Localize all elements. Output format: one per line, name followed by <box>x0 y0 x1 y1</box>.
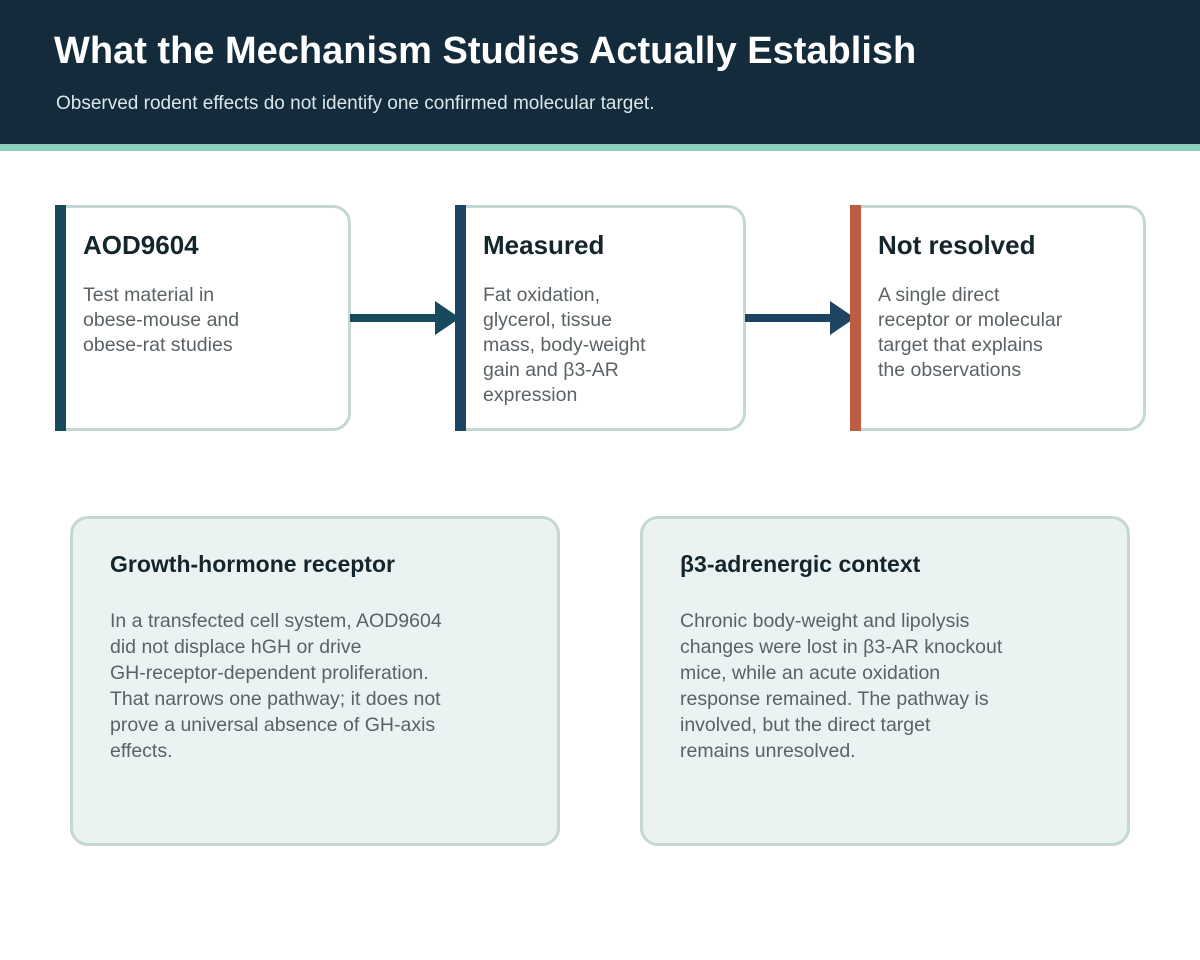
flow-arrow-head <box>435 301 460 335</box>
header-divider <box>0 144 1200 151</box>
note-card-title: Growth-hormone receptor <box>110 551 395 577</box>
flow-step-description-line: mass, body-weight <box>483 334 646 356</box>
note-card-title: β3-adrenergic context <box>680 551 921 577</box>
flow-step-accent-bar <box>55 205 66 431</box>
flow-step-description-line: glycerol, tissue <box>483 309 612 331</box>
flow-step-description-line: gain and β3-AR <box>483 359 619 381</box>
flow-step-aod9604: AOD9604 Test material in obese-mouse and… <box>55 205 351 431</box>
note-card-body-line: did not displace hGH or drive <box>110 636 362 658</box>
note-card-beta3-adrenergic: β3-adrenergic context Chronic body-weigh… <box>640 516 1130 846</box>
flow-step-accent-bar <box>455 205 466 431</box>
header-banner: What the Mechanism Studies Actually Esta… <box>0 0 1200 144</box>
note-card-body: In a transfected cell system, AOD9604 di… <box>110 608 530 764</box>
note-card-body-line: remains unresolved. <box>680 740 856 762</box>
note-card-body: Chronic body-weight and lipolysis change… <box>680 608 1100 764</box>
flow-step-description-line: the observations <box>878 359 1022 381</box>
note-card-gh-receptor: Growth-hormone receptor In a transfected… <box>70 516 560 846</box>
flow-arrow-2 <box>745 301 855 335</box>
flow-arrow-1 <box>350 301 460 335</box>
flow-step-description: Fat oxidation, glycerol, tissue mass, bo… <box>483 283 646 408</box>
flow-step-title: Not resolved <box>878 230 1036 260</box>
flow-step-measured: Measured Fat oxidation, glycerol, tissue… <box>455 205 746 431</box>
note-card-body-line: mice, while an acute oxidation <box>680 662 941 684</box>
flow-arrow-shaft <box>745 314 833 322</box>
flow-step-description-line: target that explains <box>878 334 1043 356</box>
note-card-body-line: changes were lost in β3-AR knockout <box>680 636 1003 658</box>
flow-arrow-head <box>830 301 855 335</box>
note-card-body-line: effects. <box>110 740 173 762</box>
flow-step-accent-bar <box>850 205 861 431</box>
flow-step-title: AOD9604 <box>83 230 199 260</box>
note-card-body-line: In a transfected cell system, AOD9604 <box>110 610 442 632</box>
flow-step-description: Test material in obese-mouse and obese-r… <box>83 283 239 358</box>
page-title: What the Mechanism Studies Actually Esta… <box>54 30 917 72</box>
flow-step-description-line: expression <box>483 384 578 406</box>
note-card-body-line: response remained. The pathway is <box>680 688 989 710</box>
page-subtitle: Observed rodent effects do not identify … <box>56 93 655 114</box>
note-card-body-line: Chronic body-weight and lipolysis <box>680 610 970 632</box>
flow-step-description-line: Test material in <box>83 284 215 306</box>
flow-step-description-line: A single direct <box>878 284 1000 306</box>
flow-step-description-line: Fat oxidation, <box>483 284 601 306</box>
flow-step-not-resolved: Not resolved A single direct receptor or… <box>850 205 1146 431</box>
note-card-body-line: GH-receptor-dependent proliferation. <box>110 662 429 684</box>
flow-step-description: A single direct receptor or molecular ta… <box>878 283 1062 383</box>
flow-step-description-line: obese-mouse and <box>83 309 240 331</box>
note-card-body-line: prove a universal absence of GH-axis <box>110 714 436 736</box>
flow-arrow-shaft <box>350 314 438 322</box>
note-card-body-line: involved, but the direct target <box>680 714 931 736</box>
flow-step-description-line: obese-rat studies <box>83 334 233 356</box>
flow-step-title: Measured <box>483 230 605 260</box>
flow-step-description-line: receptor or molecular <box>878 309 1063 331</box>
note-card-body-line: That narrows one pathway; it does not <box>110 688 441 710</box>
